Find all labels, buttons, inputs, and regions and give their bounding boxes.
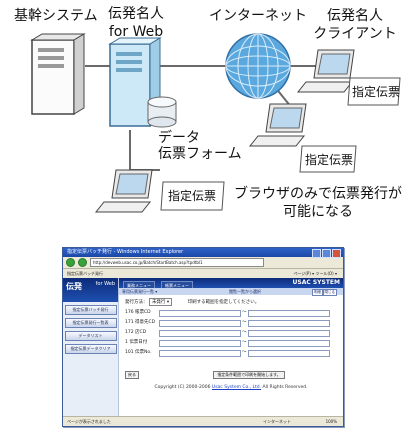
field-number: 1 (125, 340, 128, 345)
range-to-input[interactable] (248, 350, 330, 357)
form-row: 1 伝票日付 〜 (125, 339, 335, 347)
condition-note: 印刷する範囲を指定してください。 (187, 300, 260, 305)
field-label: 伝票No. (135, 350, 152, 355)
range-to-input[interactable] (248, 340, 330, 347)
internet-label: インターネット (209, 8, 307, 24)
database-icon (147, 96, 177, 128)
zoom-level[interactable]: 100% (325, 419, 337, 424)
form-row: 176 帳票CD 〜 (125, 309, 335, 317)
forward-icon[interactable] (78, 258, 87, 267)
browser-tab[interactable]: 指定伝票バッチ発行 (67, 271, 103, 276)
logo-text: 伝発 (66, 282, 82, 291)
range-from-input[interactable] (159, 320, 241, 327)
condition-row: 発行方法： 未発行 ▾ 印刷する範囲を指定してください。 (125, 298, 259, 306)
subbar-list-link[interactable]: 閲覧一覧から選択 (229, 289, 261, 294)
field-label: 帳票CD (135, 310, 151, 315)
app-header: 業務メニュー 帳票メニュー USAC SYSTEM (119, 278, 343, 289)
printout-label-3: 指定伝票 (168, 189, 217, 203)
print-start-button[interactable]: 指定条件範囲で印刷を開始します。 (213, 371, 285, 379)
condition-label: 発行方法： (125, 300, 148, 305)
field-label: 得意先CD (135, 320, 156, 325)
status-text: ページが表示されました (67, 419, 111, 424)
window-controls (312, 249, 341, 258)
web-server-label-line1: 伝発名人 (108, 6, 164, 22)
range-from-input[interactable] (159, 350, 241, 357)
range-tilde: 〜 (242, 340, 247, 345)
nav-button-batch[interactable]: 指定伝票バッチ発行 (64, 305, 117, 315)
status-bar: ページが表示されました インターネット 100% (63, 416, 343, 426)
app-logo: 伝発 for Web (63, 278, 118, 302)
range-to-input[interactable] (248, 320, 330, 327)
printout-paper-1-icon (347, 77, 401, 106)
client-pc-3-icon (94, 169, 153, 213)
browser-window: 指定伝票バッチ発行 - Windows Internet Explorer ht… (62, 247, 344, 427)
app-sidebar: 伝発 for Web 指定伝票バッチ発行 指定伝票発行一覧表 データリスト 指定… (63, 278, 119, 416)
copyright-line: Copyright (C) 2000-2006 Usac System Co.,… (119, 385, 343, 390)
client-label-line2: クライアント (313, 26, 397, 42)
database-label-line1: データ (158, 130, 200, 146)
printout-label-1: 指定伝票 (352, 85, 401, 99)
back-button[interactable]: 戻る (125, 371, 139, 379)
logo-sub: for Web (95, 281, 115, 287)
close-button[interactable]: 閉じる (322, 289, 337, 296)
tab-business-menu[interactable]: 業務メニュー (123, 281, 155, 289)
range-to-input[interactable] (248, 330, 330, 337)
brand-label: USAC SYSTEM (292, 279, 340, 286)
field-label: 伝票日付 (129, 340, 148, 345)
range-to-input[interactable] (248, 310, 330, 317)
toolbar-right-menus[interactable]: ページ(P) ▾ ツール(O) ▾ (293, 271, 337, 276)
status-zone: インターネット (263, 419, 291, 424)
network-diagram (30, 33, 401, 213)
form-row: 101 伝票No. 〜 (125, 349, 335, 357)
nav-button-datalist[interactable]: データリスト (64, 331, 117, 341)
backbone-server-icon (30, 33, 86, 115)
range-from-input[interactable] (159, 330, 241, 337)
backbone-label: 基幹システム (14, 8, 98, 24)
printout-paper-2-icon (299, 145, 357, 173)
back-icon[interactable] (66, 258, 75, 267)
nav-button-clear[interactable]: 指定伝票データクリア (64, 344, 117, 354)
copyright-suffix: All Rights Reserved. (262, 385, 308, 390)
internet-globe-icon (225, 33, 291, 99)
client-pc-icon (296, 49, 355, 93)
database-label-line2: 伝票フォーム (158, 146, 242, 162)
field-number: 176 (125, 310, 134, 315)
range-from-input[interactable] (159, 340, 241, 347)
caption-line2: 可能になる (283, 204, 353, 220)
copyright-link[interactable]: Usac System Co., Ltd. (211, 385, 262, 390)
minimize-icon[interactable] (312, 249, 321, 258)
caption-line1: ブラウザのみで伝票発行が (234, 186, 402, 202)
range-from-input[interactable] (159, 310, 241, 317)
tab-report-menu[interactable]: 帳票メニュー (161, 281, 193, 289)
web-server-label-line2: for Web (108, 24, 164, 40)
printout-paper-3-icon (160, 181, 225, 211)
app-area: 伝発 for Web 指定伝票バッチ発行 指定伝票発行一覧表 データリスト 指定… (63, 278, 343, 416)
range-tilde: 〜 (242, 310, 247, 315)
form-row: 171 得意先CD 〜 (125, 319, 335, 327)
url-input[interactable]: http://devweb.usac.co.jp/Batch/StartBatc… (90, 258, 264, 267)
client-label-line1: 伝発名人 (327, 8, 383, 24)
maximize-icon[interactable] (322, 249, 331, 258)
range-tilde: 〜 (242, 330, 247, 335)
range-tilde: 〜 (242, 320, 247, 325)
nav-button-list[interactable]: 指定伝票発行一覧表 (64, 318, 117, 328)
form-row: 172 店CD 〜 (125, 329, 335, 337)
field-number: 171 (125, 320, 134, 325)
app-subbar: 専用伝票発行一覧 ▾ 閲覧一覧から選択 明細 閉じる (119, 288, 343, 296)
field-label: 店CD (135, 330, 147, 335)
field-number: 172 (125, 330, 134, 335)
client-pc-2-icon (248, 103, 307, 147)
condition-select[interactable]: 未発行 ▾ (148, 298, 173, 306)
address-bar: http://devweb.usac.co.jp/Batch/StartBatc… (63, 257, 343, 269)
subbar-select[interactable]: 専用伝票発行一覧 ▾ (122, 289, 158, 294)
close-icon[interactable] (332, 249, 341, 258)
copyright-prefix: Copyright (C) 2000-2006 (154, 385, 211, 390)
window-title: 指定伝票バッチ発行 - Windows Internet Explorer (63, 248, 343, 257)
detail-button[interactable]: 明細 (312, 289, 323, 296)
range-tilde: 〜 (242, 350, 247, 355)
printout-label-2: 指定伝票 (305, 153, 354, 167)
field-number: 101 (125, 350, 134, 355)
